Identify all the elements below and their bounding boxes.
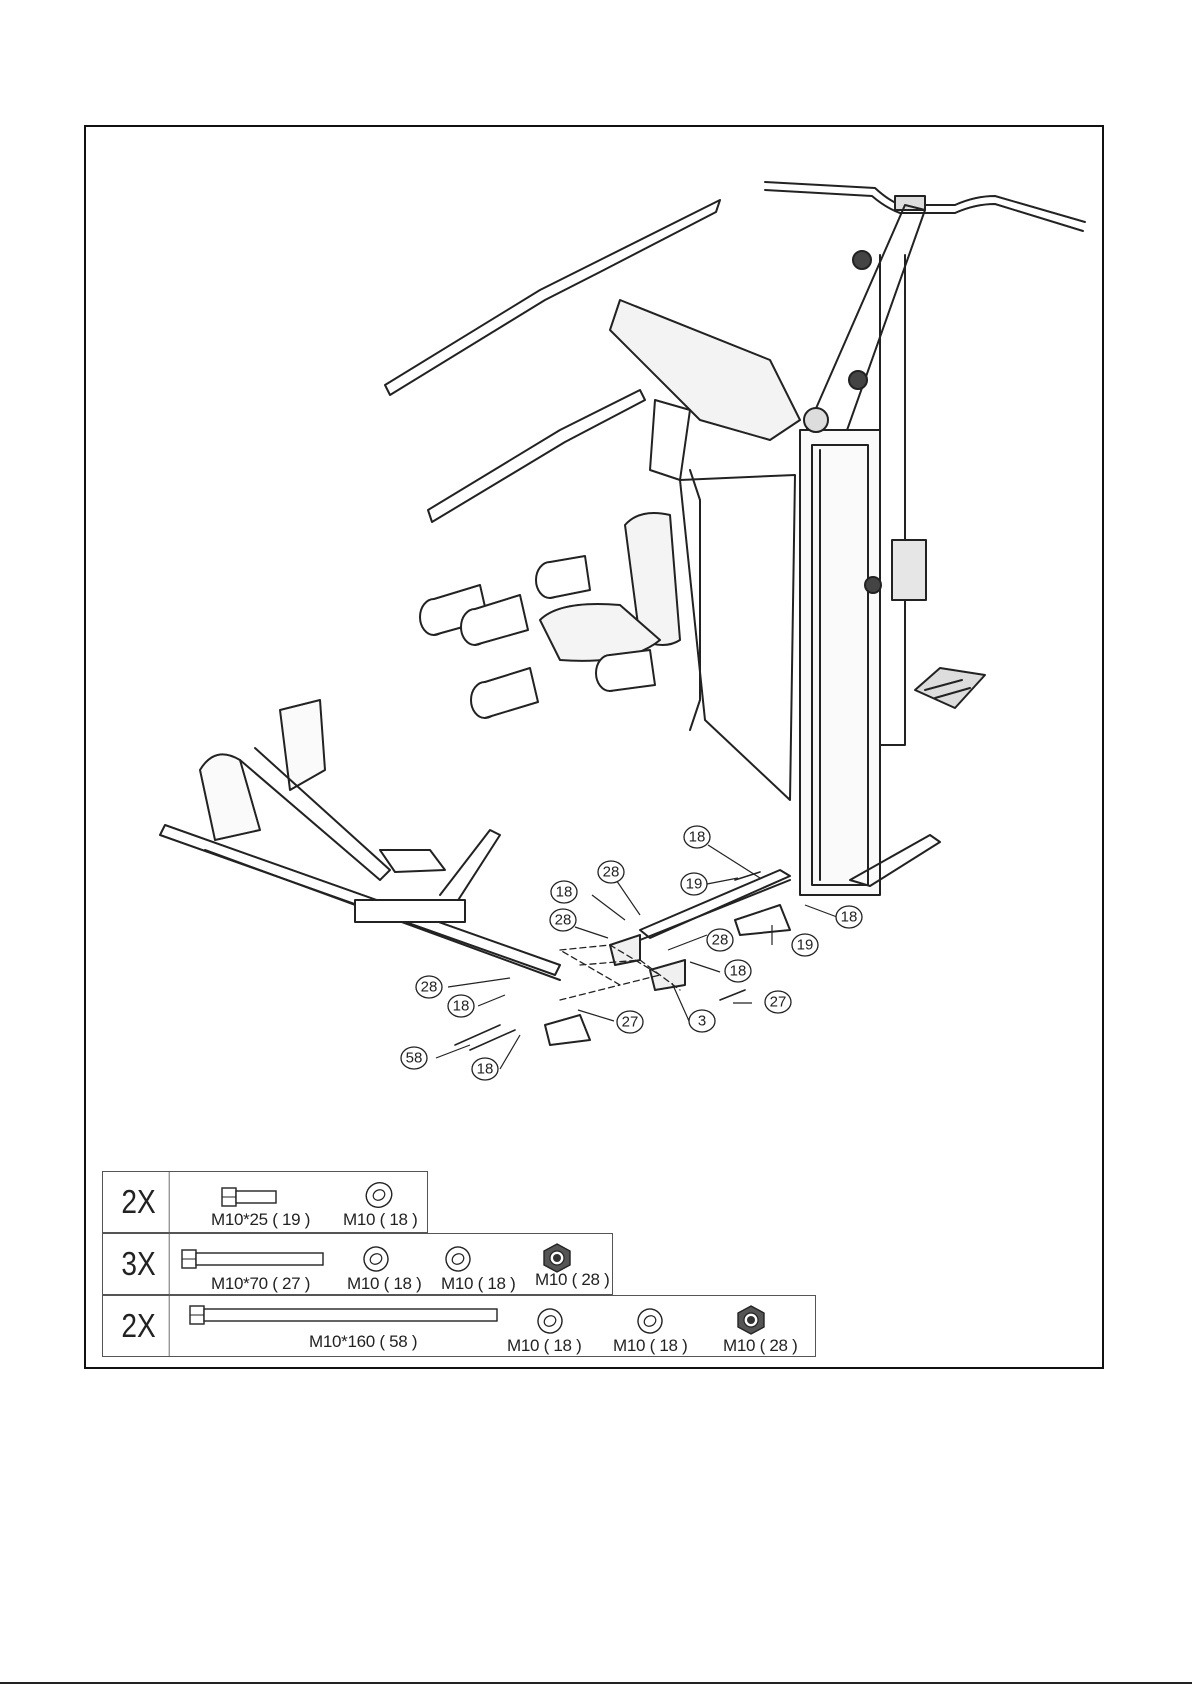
washer-icon (364, 1180, 394, 1210)
part-label: M10*160 ( 58 ) (309, 1332, 417, 1352)
seat-assembly (540, 470, 795, 800)
callout-label: 28 (421, 979, 438, 996)
callout-label: 18 (689, 829, 706, 846)
part-label: M10*25 ( 19 ) (211, 1210, 310, 1230)
hardware-row: 2X M10*160 ( 58 ) M10 ( 18 ) M10 ( 18 ) … (102, 1295, 816, 1357)
quantity-label: 2X (108, 1172, 169, 1232)
washer-icon (361, 1244, 391, 1274)
page-bottom-rule (0, 1682, 1192, 1684)
part-label: M10 ( 18 ) (347, 1274, 421, 1294)
callout-label: 58 (406, 1050, 423, 1067)
press-arms (385, 200, 800, 522)
hardware-row: 2X M10*25 ( 19 ) M10 ( 18 ) (102, 1171, 428, 1233)
bolt-m10x25-icon (221, 1186, 281, 1208)
part-label: M10 ( 18 ) (613, 1336, 687, 1356)
quantity-label: 2X (108, 1296, 169, 1356)
callout-label: 3 (698, 1013, 706, 1030)
part-label: M10 ( 28 ) (723, 1336, 797, 1356)
part-label: M10 ( 18 ) (507, 1336, 581, 1356)
callout-label: 19 (797, 937, 814, 954)
bolt-m10x70-icon (181, 1248, 327, 1270)
part-label: M10 ( 18 ) (343, 1210, 417, 1230)
quantity-label: 3X (108, 1234, 169, 1294)
washer-icon (635, 1306, 665, 1336)
hardware-row: 3X M10*70 ( 27 ) M10 ( 18 ) M10 ( 18 ) M… (102, 1233, 613, 1295)
callout-label: 27 (770, 994, 787, 1011)
footplate (915, 668, 985, 708)
part-label: M10*70 ( 27 ) (211, 1274, 310, 1294)
front-foot (735, 905, 790, 935)
callout-label: 28 (603, 864, 620, 881)
callout-label: 18 (556, 884, 573, 901)
part-label: M10 ( 28 ) (535, 1270, 609, 1290)
upright-tower (800, 205, 926, 895)
part-label: M10 ( 18 ) (441, 1274, 515, 1294)
washer-icon (535, 1306, 565, 1336)
callout-label: 18 (730, 963, 747, 980)
lock-nut-icon (735, 1304, 767, 1336)
bolt-m10x160-icon (189, 1304, 501, 1326)
callout-label: 19 (686, 876, 703, 893)
lat-pulldown-bar (765, 182, 1085, 231)
callout-label: 27 (622, 1014, 639, 1031)
callout-label: 28 (712, 932, 729, 949)
callout-label: 28 (555, 912, 572, 929)
leg-press-foot (545, 1015, 590, 1045)
leg-press-frame (160, 700, 560, 980)
callout-label: 18 (841, 909, 858, 926)
callout-label: 18 (453, 998, 470, 1015)
bracket-part-3 (610, 935, 685, 990)
callout-label: 18 (477, 1061, 494, 1078)
washer-icon (443, 1244, 473, 1274)
